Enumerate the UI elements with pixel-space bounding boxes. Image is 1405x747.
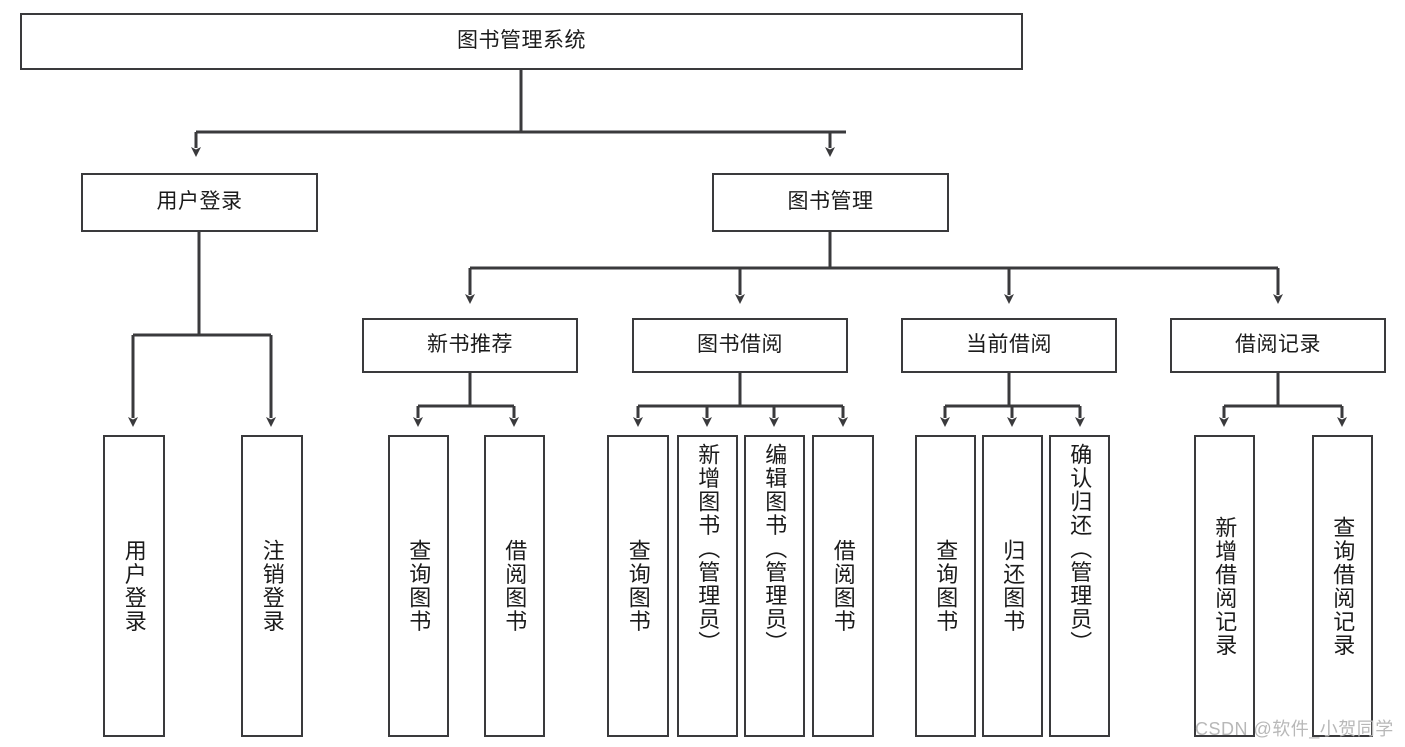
leaf-borrow-edit-book-admin[interactable]: 编辑图书（管理员） — [744, 435, 805, 737]
node-label: 新增借阅记录 — [1212, 515, 1238, 657]
node-label: 查询借阅记录 — [1330, 515, 1356, 657]
node-label: 归还图书 — [1000, 539, 1026, 633]
node-borrow-record[interactable]: 借阅记录 — [1170, 318, 1386, 373]
leaf-current-return-book[interactable]: 归还图书 — [982, 435, 1043, 737]
node-label: 用户登录 — [156, 190, 243, 214]
node-label: 确认归还（管理员） — [1067, 443, 1093, 655]
leaf-borrow-query-book[interactable]: 查询图书 — [607, 435, 669, 737]
node-label: 查询图书 — [625, 539, 651, 633]
leaf-new-book-borrow[interactable]: 借阅图书 — [484, 435, 545, 737]
node-label: 新书推荐 — [427, 333, 513, 357]
leaf-new-book-query[interactable]: 查询图书 — [388, 435, 449, 737]
leaf-record-add-record[interactable]: 新增借阅记录 — [1194, 435, 1255, 737]
node-label: 借阅图书 — [830, 539, 856, 633]
node-user-login[interactable]: 用户登录 — [81, 173, 318, 232]
node-label: 当前借阅 — [966, 333, 1052, 357]
node-label: 图书管理系统 — [457, 29, 586, 53]
leaf-user-login-logout[interactable]: 注销登录 — [241, 435, 303, 737]
node-label: 编辑图书（管理员） — [762, 443, 788, 655]
node-book-management[interactable]: 图书管理 — [712, 173, 949, 232]
leaf-user-login-login[interactable]: 用户登录 — [103, 435, 165, 737]
node-label: 新增图书（管理员） — [695, 443, 721, 655]
node-label: 借阅图书 — [502, 539, 528, 633]
node-current-borrow[interactable]: 当前借阅 — [901, 318, 1117, 373]
node-new-book-recommend[interactable]: 新书推荐 — [362, 318, 578, 373]
leaf-current-query-book[interactable]: 查询图书 — [915, 435, 976, 737]
node-label: 图书管理 — [787, 190, 874, 214]
node-label: 图书借阅 — [697, 333, 783, 357]
node-label: 借阅记录 — [1235, 333, 1321, 357]
node-label: 查询图书 — [406, 539, 432, 633]
node-label: 用户登录 — [121, 539, 147, 633]
leaf-borrow-add-book-admin[interactable]: 新增图书（管理员） — [677, 435, 738, 737]
node-label: 查询图书 — [933, 539, 959, 633]
node-root-system[interactable]: 图书管理系统 — [20, 13, 1023, 70]
node-label: 注销登录 — [259, 539, 285, 633]
leaf-record-query-record[interactable]: 查询借阅记录 — [1312, 435, 1373, 737]
node-book-borrow[interactable]: 图书借阅 — [632, 318, 848, 373]
leaf-current-confirm-return-admin[interactable]: 确认归还（管理员） — [1049, 435, 1110, 737]
leaf-borrow-borrow-book[interactable]: 借阅图书 — [812, 435, 874, 737]
watermark-credit: CSDN @软件_小贺同学 — [1195, 719, 1394, 739]
